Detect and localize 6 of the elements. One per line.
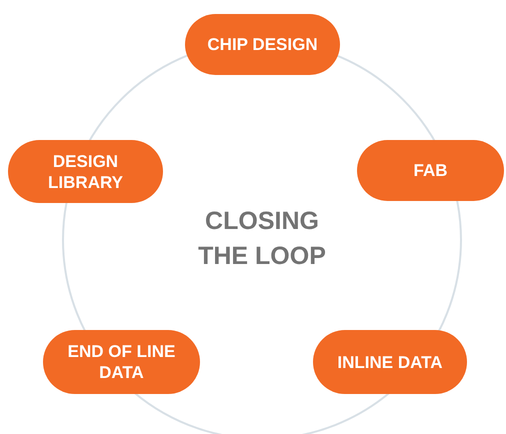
stage-label: CHIP DESIGN	[207, 34, 318, 55]
stage-label: FAB	[414, 160, 448, 181]
stage-label: END OF LINE DATA	[66, 341, 176, 383]
center-title: CLOSING THE LOOP	[197, 206, 327, 272]
stage-label: INLINE DATA	[337, 352, 443, 372]
stage-label: DESIGN LIBRARY	[47, 150, 124, 192]
